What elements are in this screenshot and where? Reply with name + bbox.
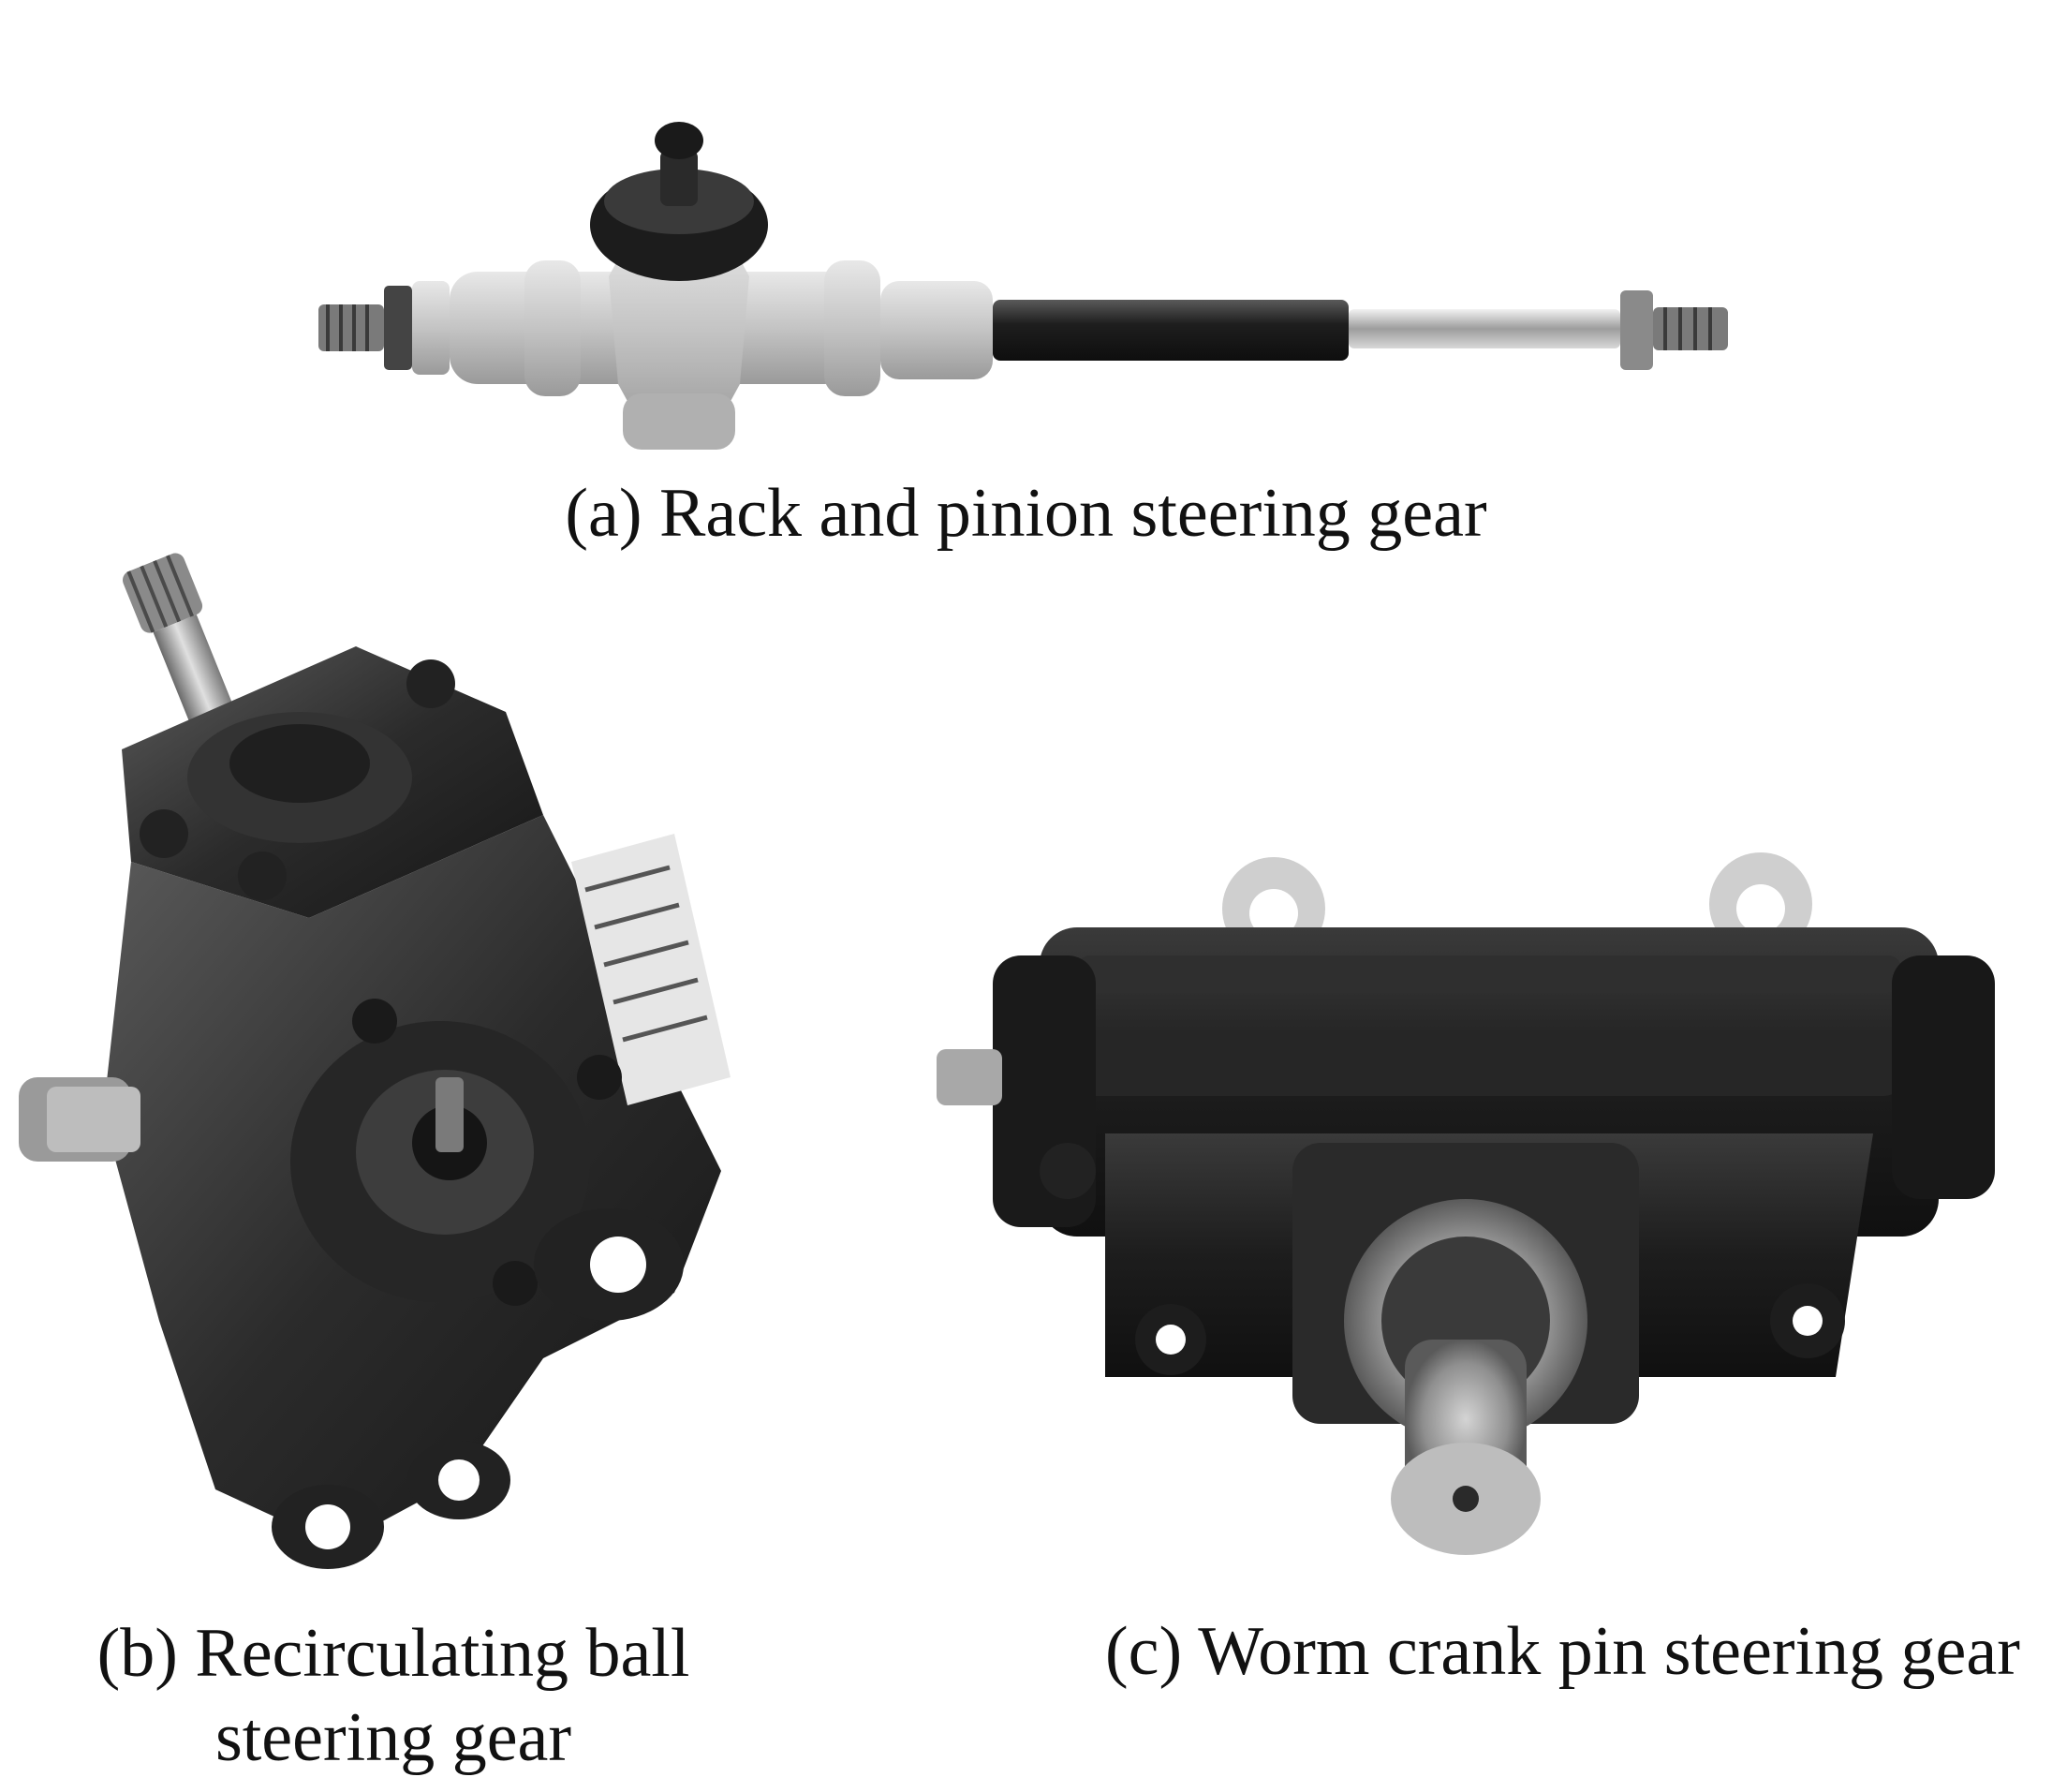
caption-recirculating-ball: (b) Recirculating ball steering gear (94, 1611, 693, 1780)
caption-worm-crank-pin: (c) Worm crank pin steering gear (1105, 1613, 2020, 1690)
rack-and-pinion-photo (300, 112, 1761, 450)
caption-rack-and-pinion: (a) Rack and pinion steering gear (565, 475, 1487, 552)
caption-recirculating-ball-line1: (b) Recirculating ball (96, 1615, 690, 1692)
recirculating-ball-photo (19, 553, 749, 1592)
caption-recirculating-ball-line2: steering gear (214, 1699, 572, 1776)
worm-crank-pin-photo (937, 852, 2004, 1583)
